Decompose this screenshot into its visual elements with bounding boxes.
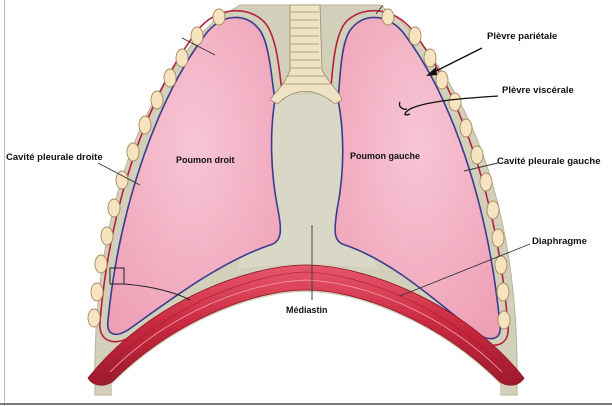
bottom-border-line: [0, 403, 612, 405]
left-border-line: [4, 0, 5, 406]
